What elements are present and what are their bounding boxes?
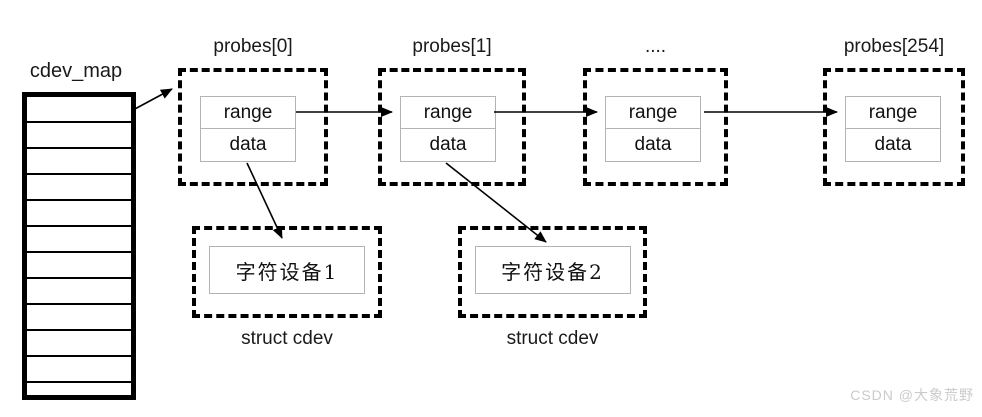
map-row <box>27 381 131 395</box>
probe-0-box: range data <box>178 68 328 186</box>
watermark: CSDN @大象荒野 <box>850 387 974 403</box>
device-1-caption: struct cdev <box>241 328 333 349</box>
map-row <box>27 173 131 199</box>
range-field: range <box>200 96 296 129</box>
data-field: data <box>200 129 296 162</box>
map-row <box>27 329 131 355</box>
device-group-1: 字符设备1 struct cdev <box>192 226 382 350</box>
map-row <box>27 199 131 225</box>
device-1-label: 字符设备1 <box>209 246 365 294</box>
map-row <box>27 147 131 173</box>
probe-group-254: probes[254] range data <box>823 34 965 186</box>
probe-group-ellipsis: .... range data <box>583 34 728 186</box>
probe-254-box: range data <box>823 68 965 186</box>
probe-ellipsis-label: .... <box>644 36 667 57</box>
arrow-map-to-probe0 <box>132 88 173 111</box>
probe-1-struct: range data <box>400 96 496 162</box>
map-row <box>27 97 131 121</box>
probe-254-struct: range data <box>845 96 941 162</box>
probe-ellipsis-struct: range data <box>605 96 701 162</box>
probe-1-box: range data <box>378 68 526 186</box>
range-field: range <box>605 96 701 129</box>
probe-group-0: probes[0] range data <box>178 34 328 186</box>
probe-0-struct: range data <box>200 96 296 162</box>
map-row <box>27 303 131 329</box>
device-group-2: 字符设备2 struct cdev <box>458 226 647 350</box>
data-field: data <box>845 129 941 162</box>
cdev-map-array <box>22 92 136 400</box>
map-row <box>27 277 131 303</box>
map-row <box>27 355 131 381</box>
map-row <box>27 121 131 147</box>
probe-254-label: probes[254] <box>843 36 945 57</box>
cdev-map-label: cdev_map <box>29 60 123 82</box>
device-2-label: 字符设备2 <box>474 246 631 294</box>
map-row <box>27 225 131 251</box>
data-field: data <box>400 129 496 162</box>
probe-0-label: probes[0] <box>213 36 293 57</box>
probe-ellipsis-box: range data <box>583 68 728 186</box>
device-2-box: 字符设备2 <box>458 226 647 318</box>
probe-1-label: probes[1] <box>412 36 492 57</box>
range-field: range <box>845 96 941 129</box>
probe-group-1: probes[1] range data <box>378 34 526 186</box>
range-field: range <box>400 96 496 129</box>
data-field: data <box>605 129 701 162</box>
map-row <box>27 251 131 277</box>
device-2-caption: struct cdev <box>506 328 599 349</box>
device-1-box: 字符设备1 <box>192 226 382 318</box>
